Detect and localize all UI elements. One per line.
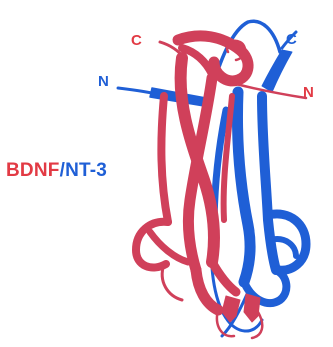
red-c-terminus-label: C xyxy=(131,32,142,49)
blue-c-terminus-label: C xyxy=(286,31,297,48)
blue-strand-long-2 xyxy=(262,96,276,270)
protein-pair-label: BDNF/NT-3 xyxy=(6,160,107,181)
blue-n-terminus-label: N xyxy=(98,73,109,90)
red-chain xyxy=(136,36,306,338)
red-bottom-arrow-2 xyxy=(244,294,260,322)
red-strand-long-3 xyxy=(161,96,168,222)
red-left-coil xyxy=(162,264,182,300)
red-left-loop-2 xyxy=(150,232,188,262)
red-n-terminus-label: N xyxy=(303,84,314,101)
bdnf-label: BDNF xyxy=(6,160,60,181)
nt3-label: NT-3 xyxy=(65,160,107,181)
blue-upper-strand xyxy=(262,50,292,92)
blue-strand-long-1 xyxy=(237,92,250,282)
